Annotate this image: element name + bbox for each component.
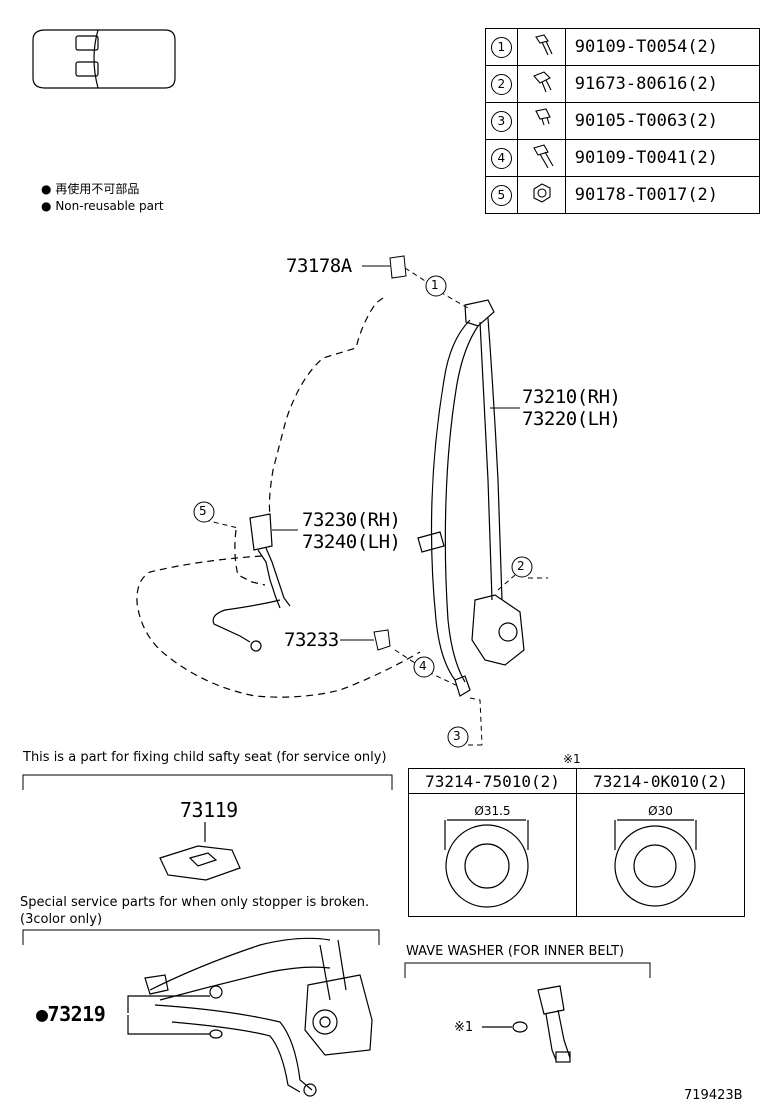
part-number: 90109-T0041(2) [564, 139, 760, 177]
table-row: 5 90178-T0017(2) [485, 176, 760, 214]
washer-table: 73214-75010(2) 73214-0K010(2) Ø31.5 Ø30 [408, 768, 745, 917]
part-number: 90105-T0063(2) [564, 102, 760, 140]
bolt-icon [534, 34, 553, 56]
part-label-anchor-cover: 73178A [286, 255, 352, 277]
callout-5: 5 [199, 504, 207, 518]
table-row: 2 91673-80616(2) [485, 65, 760, 103]
part-label-buckle-rh: 73230(RH) [302, 509, 401, 531]
washer-part-number: 73214-75010(2) [408, 768, 577, 794]
section-brackets [22, 774, 651, 978]
legend-jp: ● 再使用不可部品 [41, 180, 139, 197]
bullet-icon: ● [41, 182, 52, 196]
washer-diameter: Ø30 [648, 804, 673, 818]
table-row: 73214-75010(2) 73214-0K010(2) [408, 768, 745, 794]
fastener-table: 1 90109-T0054(2) 2 91673-80616(2) 3 9010… [485, 28, 760, 214]
buckle-assembly [212, 513, 291, 652]
stopper-caption-line1: Special service parts for when only stop… [20, 895, 370, 910]
washer-diameter: Ø31.5 [474, 804, 511, 818]
legend-jp-text: 再使用不可部品 [55, 182, 140, 196]
callout-3: 3 [453, 729, 461, 743]
callout-2: 2 [517, 559, 525, 573]
callout-number: 4 [490, 148, 512, 169]
part-label-belt-rh: 73210(RH) [522, 386, 621, 408]
table-row: 4 90109-T0041(2) [485, 139, 760, 177]
part-label-child-seat: 73119 [180, 798, 238, 822]
seat-outline [136, 297, 421, 698]
nut-icon [533, 183, 551, 203]
callout-number: 5 [490, 185, 512, 206]
non-reusable-bullet-icon: ● [36, 1002, 48, 1026]
part-label-cover: 73233 [284, 629, 339, 651]
stopper-part-number: 73219 [47, 1002, 106, 1026]
table-row: 1 90109-T0054(2) [485, 28, 760, 66]
child-seat-caption: This is a part for fixing child safty se… [23, 750, 387, 765]
wave-washer-reference: ※1 [454, 1020, 474, 1035]
part-number: 90109-T0054(2) [564, 28, 760, 66]
figure-id: 719423B [684, 1088, 743, 1103]
vehicle-orientation-icon [32, 29, 176, 89]
bolt-icon [532, 71, 552, 93]
washer-reference-mark: ※1 [563, 752, 581, 766]
bolt-icon [534, 108, 551, 126]
bullet-icon: ● [41, 199, 52, 213]
legend-en-text: Non-reusable part [55, 199, 164, 213]
stopper-detail [127, 937, 373, 1097]
part-number: 90178-T0017(2) [564, 176, 760, 214]
callout-number: 2 [490, 74, 512, 95]
wave-washer-caption: WAVE WASHER (FOR INNER BELT) [406, 944, 625, 959]
leader-lines [272, 255, 520, 651]
callout-number: 3 [490, 111, 512, 132]
stopper-caption-line2: (3color only) [20, 912, 103, 927]
part-label-buckle-lh: 73240(LH) [302, 531, 401, 553]
part-label-belt-lh: 73220(LH) [522, 408, 621, 430]
callout-4: 4 [419, 659, 427, 673]
wave-washer-detail [482, 985, 571, 1063]
table-row: 3 90105-T0063(2) [485, 102, 760, 140]
callout-1: 1 [431, 278, 439, 292]
bolt-icon [532, 144, 554, 169]
part-label-stopper: ●73219 [36, 1002, 106, 1026]
legend-en: ● Non-reusable part [41, 199, 164, 213]
part-number: 91673-80616(2) [564, 65, 760, 103]
table-row: Ø31.5 Ø30 [408, 793, 745, 917]
callout-leaders [204, 267, 548, 746]
seat-belt-assembly [417, 299, 525, 697]
washer-part-number: 73214-0K010(2) [576, 768, 745, 794]
child-seat-plate [159, 822, 241, 881]
callout-number: 1 [490, 37, 512, 58]
callout-circles [193, 275, 533, 748]
